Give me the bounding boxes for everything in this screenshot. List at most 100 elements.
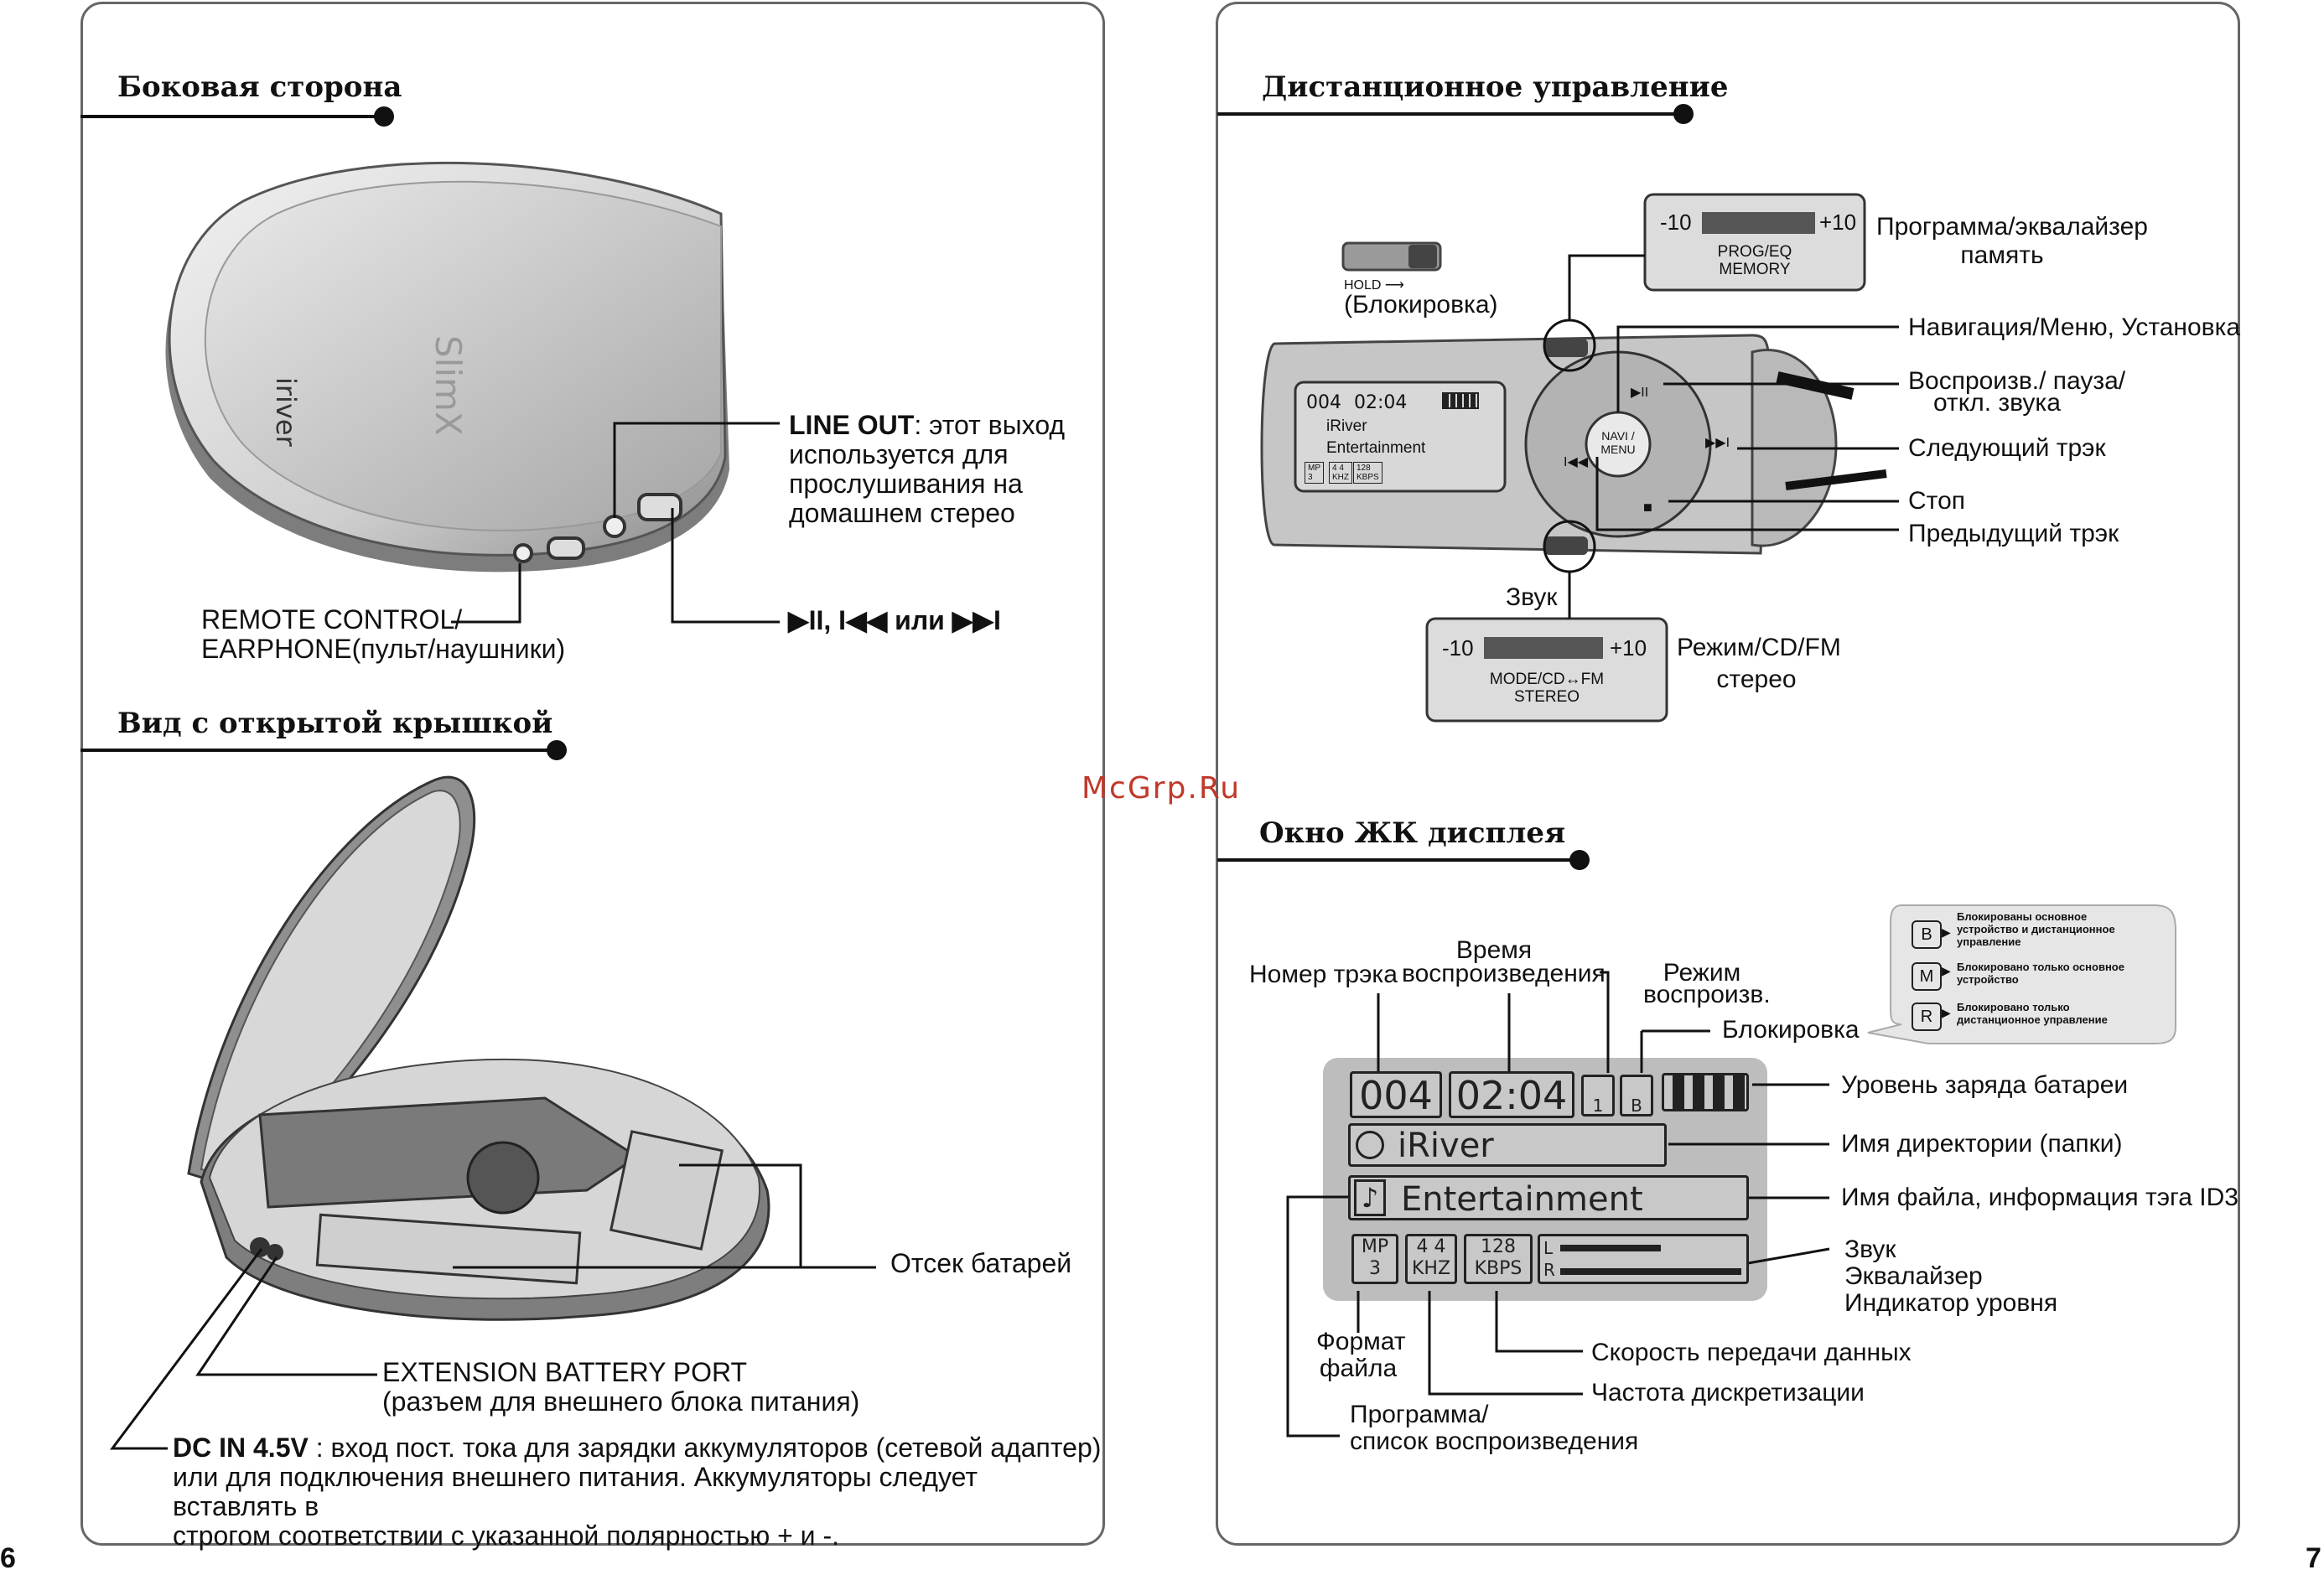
playlist-label: Программа/ список воспроизведения [1350, 1401, 1638, 1455]
lcd-file-row: ♪ Entertainment [1348, 1175, 1749, 1220]
lock-b-line-2: устройство и дистанционное [1957, 923, 2115, 935]
lcd-codec-box: MP 3 [1351, 1234, 1398, 1284]
open-view-rule [80, 749, 555, 752]
playlist-line-2: список воспроизведения [1350, 1427, 1639, 1455]
playlist-line-1: Программа/ [1350, 1401, 1489, 1428]
stop-icon[interactable]: ■ [1643, 499, 1652, 516]
line-out-desc-2: используется для [789, 439, 1009, 469]
remote-control-line-2: EARPHONE(пульт/наушники) [201, 634, 566, 664]
prog-scale-min: -10 [1660, 210, 1692, 235]
battery-level-label: Уровень заряда батареи [1841, 1071, 2129, 1099]
lcd-music-note-icon: ♪ [1354, 1179, 1386, 1216]
lock-r-line-1: Блокировано только [1957, 1001, 2070, 1013]
lock-m-line-2: устройство [1957, 973, 2019, 986]
lock-legend-row: M ▶ Блокировано только основное устройст… [1908, 957, 2168, 996]
track-number-label: Номер трэка [1249, 961, 1398, 988]
lock-r-line-2: дистанционное управление [1957, 1013, 2108, 1026]
play-mode-line-1: Режим [1663, 959, 1741, 987]
remote-control-label: REMOTE CONTROL/ EARPHONE(пульт/наушники) [201, 605, 565, 664]
mini-lcd-eq-2: KHZ [1332, 473, 1349, 482]
sound-eq-level-label: Звук Эквалайзер Индикатор уровня [1844, 1236, 2057, 1317]
page-number-left: 6 [0, 1542, 16, 1574]
prev-track-icon[interactable]: I◀◀ [1564, 455, 1589, 469]
lcd-codec-line-1: MP [1361, 1236, 1389, 1257]
line-out-title: LINE OUT [789, 410, 915, 440]
open-view-heading: Вид с открытой крышкой [117, 707, 553, 740]
bitrate-label: Скорость передачи данных [1591, 1339, 1912, 1366]
watermark: McGrp.Ru [1082, 771, 1242, 806]
extension-port-line-2: (разъем для внешнего блока питания) [382, 1386, 860, 1417]
mode-scale-min: -10 [1442, 635, 1474, 661]
prog-eq-line-1: Программа/эквалайзер [1876, 213, 2148, 241]
remote-heading: Дистанционное управление [1262, 70, 1729, 104]
sample-rate-label: Частота дискретизации [1591, 1379, 1865, 1407]
dc-in-title: DC IN 4.5V [173, 1433, 309, 1463]
dc-in-desc-1: : вход пост. тока для зарядки аккумулято… [308, 1433, 1102, 1463]
play-pause-icon[interactable]: ▶II [1631, 386, 1649, 400]
navi-menu-line-1: NAVI / [1601, 429, 1635, 443]
lcd-heading: Окно ЖК дисплея [1259, 816, 1566, 850]
side-view-rule-dot [374, 106, 394, 127]
mini-lcd-bitrate-1: 128 [1357, 464, 1371, 473]
lcd-track-number: 004 [1350, 1071, 1442, 1118]
battery-compartment-label: Отсек батарей [890, 1248, 1072, 1278]
dc-in-label: DC IN 4.5V : вход пост. тока для зарядки… [173, 1433, 1103, 1551]
mini-lcd-eq-1: 4 4 [1332, 464, 1344, 473]
lcd-rule-dot [1569, 850, 1590, 870]
lcd-level-right-bar [1560, 1268, 1741, 1275]
play-pause-label: Воспроизв./ пауза/ откл. звука [1908, 367, 2126, 416]
mode-cd-fm-line-2: стерео [1716, 666, 1797, 693]
line-out-desc-1: : этот выход [914, 410, 1066, 440]
side-model-text: SlimX [428, 335, 469, 436]
hold-label: (Блокировка) [1344, 291, 1498, 319]
mode-cd-fm-line-1: Режим/CD/FM [1677, 634, 1841, 661]
lock-legend-row: B ▶ Блокированы основное устройство и ди… [1908, 910, 2168, 952]
file-format-line-1: Формат [1316, 1328, 1406, 1355]
lock-m-arrow: ▶ [1942, 964, 1951, 977]
lcd-bitrate-box: 128 KBPS [1464, 1234, 1533, 1284]
play-pause-line-1: Воспроизв./ пауза/ [1908, 367, 2126, 395]
folder-name-label: Имя директории (папки) [1841, 1130, 2123, 1158]
play-mode-label: Режим воспроизв. [1643, 959, 1771, 1008]
extension-port-label: EXTENSION BATTERY PORT (разъем для внешн… [382, 1358, 859, 1417]
hold-switch-text: HOLD ⟶ [1344, 278, 1404, 293]
play-time-line-2: воспроизведения [1402, 960, 1606, 987]
line-out-desc-3: прослушивания на [789, 469, 1023, 499]
remote-rule-dot [1673, 104, 1694, 124]
lcd-codec-line-2: 3 [1369, 1258, 1381, 1279]
side-view-rule [80, 115, 384, 118]
stop-label: Стоп [1908, 487, 1965, 515]
sound-line-1: Звук [1844, 1236, 1896, 1263]
nav-menu-label: Навигация/Меню, Установка [1908, 313, 2241, 341]
lcd-freq-line-1: 4 4 [1416, 1236, 1446, 1257]
lock-b-line-1: Блокированы основное [1957, 910, 2088, 923]
play-time-label: Время воспроизведения [1402, 936, 1606, 987]
mode-box-text: MODE/CD↔FM STEREO [1427, 671, 1667, 706]
lcd-rule [1217, 858, 1580, 862]
lcd-folder-row: iRiver [1348, 1123, 1667, 1167]
dc-in-desc-3: строгом соответствии с указанной полярно… [173, 1521, 839, 1551]
lock-b-text: Блокированы основное устройство и дистан… [1957, 910, 2115, 948]
lcd-level-meter: L R [1538, 1234, 1749, 1284]
mini-lcd-codec-2: 3 [1308, 473, 1313, 482]
prog-box-line-2: MEMORY [1719, 261, 1791, 278]
line-out-desc-4: домашнем стерео [789, 498, 1015, 528]
mini-lcd-folder: iRiver [1326, 417, 1367, 435]
prev-track-label: Предыдущий трэк [1908, 520, 2119, 547]
next-track-icon[interactable]: ▶▶I [1705, 436, 1730, 450]
mini-lcd-bitrate: 128 KBPS [1353, 462, 1382, 484]
lcd-disc-icon [1356, 1131, 1384, 1159]
navi-menu-button[interactable]: NAVI / MENU [1589, 429, 1647, 456]
remote-rule [1217, 112, 1685, 116]
play-time-line-1: Время [1455, 936, 1533, 964]
navi-menu-line-2: MENU [1600, 443, 1636, 456]
prog-box-text: PROG/EQ MEMORY [1645, 243, 1865, 278]
lcd-freq-line-2: KHZ [1411, 1258, 1451, 1279]
dc-in-desc-2: или для подключения внешнего питания. Ак… [173, 1462, 978, 1521]
prog-scale-max: +10 [1819, 210, 1857, 235]
play-mode-line-2: воспроизв. [1643, 981, 1771, 1008]
next-track-label: Следующий трэк [1908, 434, 2106, 462]
